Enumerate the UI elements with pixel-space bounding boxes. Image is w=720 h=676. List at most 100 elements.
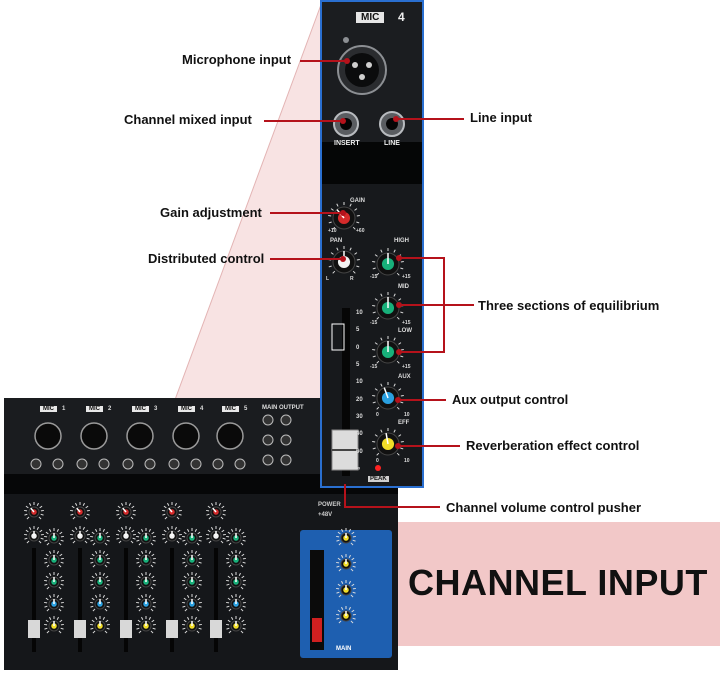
mixer-high-knob[interactable] [90, 528, 110, 546]
mixer-pan-knob[interactable] [24, 526, 44, 544]
mixer-eff-knob[interactable] [44, 616, 64, 634]
main-output-jack[interactable] [280, 454, 292, 466]
callout-line-input: Line input [470, 110, 533, 125]
mixer-quarter-inch-jack[interactable] [190, 458, 202, 470]
mixer-fx-level-knob[interactable] [336, 580, 356, 598]
mixer-high-knob[interactable] [182, 528, 202, 546]
mixer-high-knob[interactable] [226, 528, 246, 546]
main-output-jack[interactable] [262, 454, 274, 466]
mixer-aux-knob[interactable] [44, 594, 64, 612]
mixer-fader-cap[interactable] [166, 620, 178, 638]
aux-knob[interactable] [372, 382, 404, 410]
mixer-quarter-inch-jack[interactable] [144, 458, 156, 470]
mixer-low-knob[interactable] [182, 572, 202, 590]
low-max-label: +15 [402, 364, 411, 370]
mixer-pan-knob[interactable] [70, 526, 90, 544]
mixer-low-knob[interactable] [90, 572, 110, 590]
mixer-fader-cap[interactable] [28, 620, 40, 638]
mixer-eff-knob[interactable] [136, 616, 156, 634]
mixer-xlr-jack[interactable] [216, 422, 244, 450]
mixer-quarter-inch-jack[interactable] [52, 458, 64, 470]
mixer-mid-knob[interactable] [226, 550, 246, 568]
low-knob[interactable] [372, 336, 404, 364]
mixer-gain-knob[interactable] [162, 502, 182, 520]
mixer-quarter-inch-jack[interactable] [234, 458, 246, 470]
mixer-graphic [4, 398, 398, 670]
mixer-gain-knob[interactable] [24, 502, 44, 520]
mixer-fader-track [170, 548, 174, 652]
leader-volume-pusher [344, 506, 440, 508]
mixer-delay-knob[interactable] [336, 528, 356, 546]
channel-strip-graphic [322, 2, 422, 486]
mixer-phones-knob[interactable] [336, 554, 356, 572]
mixer-mid-knob[interactable] [136, 550, 156, 568]
mixer-eff-knob[interactable] [226, 616, 246, 634]
mixer-pan-knob[interactable] [206, 526, 226, 544]
strip-insert-label: INSERT [334, 140, 360, 147]
main-output-jack[interactable] [262, 434, 274, 446]
mixer-xlr-jack[interactable] [80, 422, 108, 450]
mixer-gain-knob[interactable] [206, 502, 226, 520]
mixer-quarter-inch-jack[interactable] [76, 458, 88, 470]
mixer-channel-4: 4 [200, 406, 204, 412]
mixer-quarter-inch-jack[interactable] [212, 458, 224, 470]
mixer-fader-cap[interactable] [74, 620, 86, 638]
mixer-aux-knob[interactable] [182, 594, 202, 612]
strip-mic-label: MIC [356, 12, 385, 23]
pan-r-label: R [350, 276, 354, 282]
mixer-gain-knob[interactable] [70, 502, 90, 520]
callout-channel-mixed-input: Channel mixed input [124, 112, 252, 127]
mixer-gain-knob[interactable] [116, 502, 136, 520]
main-output-jack[interactable] [262, 414, 274, 426]
leader-dot-aux [395, 397, 401, 403]
mixer-quarter-inch-jack[interactable] [122, 458, 134, 470]
fader-scale-tick: 5 [356, 327, 360, 334]
callout-reverb-effect: Reverberation effect control [466, 438, 640, 453]
mixer-eff-knob[interactable] [182, 616, 202, 634]
mixer-pan-knob[interactable] [162, 526, 182, 544]
mixer-xlr-jack[interactable] [34, 422, 62, 450]
mixer-fx-send-knob[interactable] [336, 606, 356, 624]
mixer-mid-knob[interactable] [182, 550, 202, 568]
mixer-quarter-inch-jack[interactable] [168, 458, 180, 470]
leader-dot-microphone [344, 58, 350, 64]
eff-min-label: 0 [376, 458, 379, 464]
low-min-label: -15 [370, 364, 378, 370]
mixer-fader-track [78, 548, 82, 652]
mixer-channel-3 [120, 422, 156, 652]
mixer-quarter-inch-jack[interactable] [30, 458, 42, 470]
pan-label: PAN [330, 238, 343, 244]
mixer-mid-knob[interactable] [90, 550, 110, 568]
mixer-channel-4 [166, 422, 202, 652]
mid-max-label: +15 [402, 320, 411, 326]
mixer-xlr-jack[interactable] [126, 422, 154, 450]
mixer-channel-5 [210, 422, 246, 652]
mixer-aux-knob[interactable] [90, 594, 110, 612]
mixer-fader-cap[interactable] [210, 620, 222, 638]
mixer-high-knob[interactable] [136, 528, 156, 546]
mixer-eff-knob[interactable] [90, 616, 110, 634]
mixer-low-knob[interactable] [44, 572, 64, 590]
main-output-jack[interactable] [280, 434, 292, 446]
mixer-xlr-jack[interactable] [172, 422, 200, 450]
mixer-quarter-inch-jack[interactable] [98, 458, 110, 470]
high-knob[interactable] [372, 248, 404, 276]
peak-label: PEAK [368, 476, 389, 482]
fader-track [342, 308, 350, 476]
pan-knob[interactable] [328, 246, 360, 274]
channel-input-banner [396, 522, 720, 646]
mixer-low-knob[interactable] [226, 572, 246, 590]
mixer-low-knob[interactable] [136, 572, 156, 590]
mixer-power-label: POWER [318, 502, 341, 508]
main-output-jack[interactable] [280, 414, 292, 426]
pan-l-label: L [326, 276, 330, 282]
mixer-fader-cap[interactable] [120, 620, 132, 638]
eff-knob[interactable] [372, 428, 404, 456]
mixer-high-knob[interactable] [44, 528, 64, 546]
mixer-pan-knob[interactable] [116, 526, 136, 544]
mixer-mid-knob[interactable] [44, 550, 64, 568]
mixer-aux-knob[interactable] [226, 594, 246, 612]
leader-line-input [396, 118, 464, 120]
mixer-aux-knob[interactable] [136, 594, 156, 612]
